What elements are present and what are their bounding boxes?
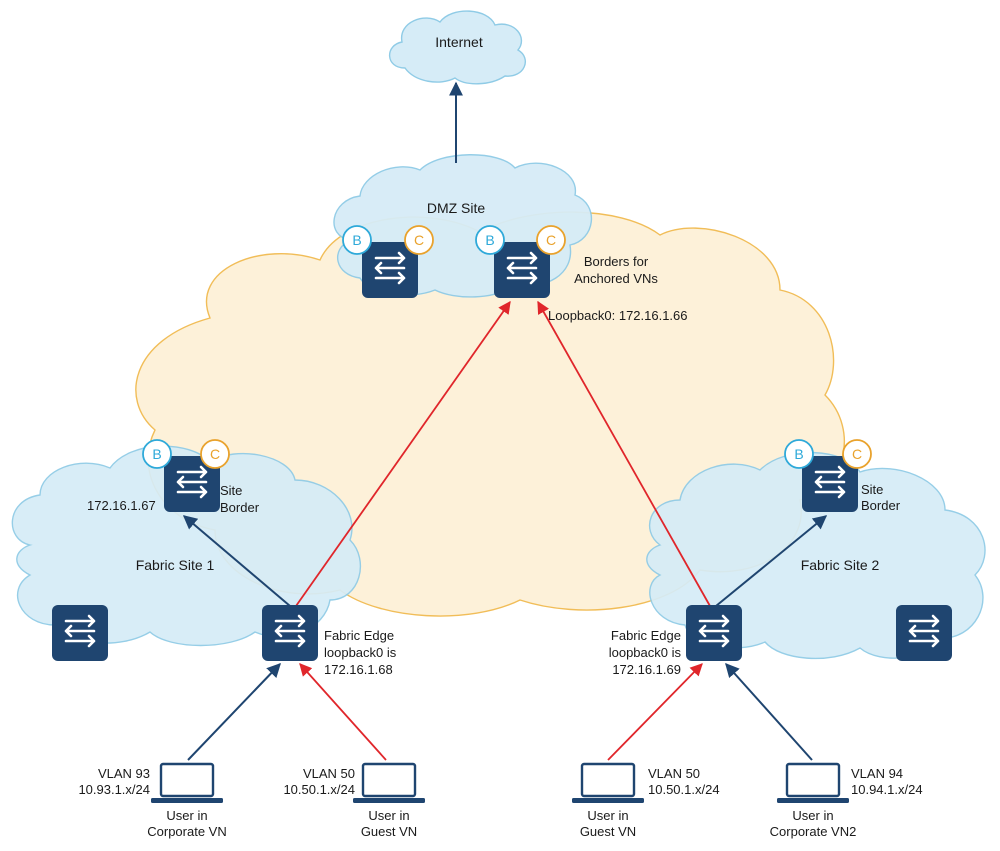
link-edge1-dmzborder bbox=[295, 300, 511, 607]
edge1-label-1: Fabric Edge bbox=[324, 628, 394, 643]
site-border-2-label-b: Border bbox=[861, 498, 901, 513]
internet-cloud bbox=[388, 10, 527, 85]
link-host2-edge1 bbox=[299, 663, 387, 761]
host4-vlan: VLAN 94 bbox=[851, 766, 903, 781]
svg-text:C: C bbox=[546, 232, 556, 248]
svg-text:C: C bbox=[852, 446, 862, 462]
badge-b-site2: B bbox=[784, 439, 814, 469]
badge-c-site2: C bbox=[842, 439, 872, 469]
host2-subnet: 10.50.1.x/24 bbox=[283, 782, 355, 797]
borders-anchored-label-2: Anchored VNs bbox=[574, 271, 658, 286]
laptop-icon bbox=[570, 762, 646, 805]
badge-b-dmz-1: B bbox=[342, 225, 372, 255]
dmz-label: DMZ Site bbox=[427, 200, 486, 216]
svg-text:B: B bbox=[485, 232, 494, 248]
link-edge2-dmzborder bbox=[537, 300, 711, 607]
host4-subnet: 10.94.1.x/24 bbox=[851, 782, 923, 797]
site-border-1-label-a: Site bbox=[220, 483, 242, 498]
internet-label: Internet bbox=[435, 34, 483, 50]
host4-user-1: User in bbox=[792, 808, 833, 823]
host1-user-1: User in bbox=[166, 808, 207, 823]
edge1-label-2: loopback0 is bbox=[324, 645, 397, 660]
host1-user-2: Corporate VN bbox=[147, 824, 226, 839]
svg-text:C: C bbox=[414, 232, 424, 248]
host-corporate-vn2[interactable]: VLAN 94 10.94.1.x/24 User in Corporate V… bbox=[770, 762, 923, 839]
host2-vlan: VLAN 50 bbox=[303, 766, 355, 781]
badge-c-dmz-2: C bbox=[536, 225, 566, 255]
edge2-label-2: loopback0 is bbox=[609, 645, 682, 660]
link-host1-edge1 bbox=[187, 662, 281, 761]
host4-user-2: Corporate VN2 bbox=[770, 824, 857, 839]
fabric-site-1-switch[interactable] bbox=[50, 603, 110, 663]
svg-text:C: C bbox=[210, 446, 220, 462]
site-border-1-label-b: Border bbox=[220, 500, 260, 515]
svg-text:B: B bbox=[794, 446, 803, 462]
svg-text:B: B bbox=[352, 232, 361, 248]
fabric-site-2-label: Fabric Site 2 bbox=[801, 557, 880, 573]
host1-subnet: 10.93.1.x/24 bbox=[78, 782, 150, 797]
fabric-edge-switch-2[interactable] bbox=[684, 603, 744, 663]
edge2-label-3: 172.16.1.69 bbox=[612, 662, 681, 677]
host-guest-vn-2[interactable]: VLAN 50 10.50.1.x/24 User in Guest VN bbox=[570, 762, 720, 839]
fabric-site-2-switch[interactable] bbox=[894, 603, 954, 663]
host3-user-1: User in bbox=[587, 808, 628, 823]
fabric-site-1-label: Fabric Site 1 bbox=[136, 557, 215, 573]
laptop-icon bbox=[775, 762, 851, 805]
host3-vlan: VLAN 50 bbox=[648, 766, 700, 781]
host1-vlan: VLAN 93 bbox=[98, 766, 150, 781]
badge-b-dmz-2: B bbox=[475, 225, 505, 255]
badge-c-dmz-1: C bbox=[404, 225, 434, 255]
site-border-2-label-a: Site bbox=[861, 482, 883, 497]
loopback-dmz-label: Loopback0: 172.16.1.66 bbox=[548, 308, 688, 323]
host2-user-2: Guest VN bbox=[361, 824, 417, 839]
host-guest-vn-1[interactable]: VLAN 50 10.50.1.x/24 User in Guest VN bbox=[283, 762, 427, 839]
host2-user-1: User in bbox=[368, 808, 409, 823]
badge-c-site1: C bbox=[200, 439, 230, 469]
link-edge1-siteborder1 bbox=[182, 515, 291, 607]
site1-ip-label: 172.16.1.67 bbox=[87, 498, 156, 513]
link-host4-edge2 bbox=[725, 662, 813, 761]
badge-b-site1: B bbox=[142, 439, 172, 469]
laptop-icon bbox=[351, 762, 427, 805]
host3-user-2: Guest VN bbox=[580, 824, 636, 839]
host-corporate-vn[interactable]: VLAN 93 10.93.1.x/24 User in Corporate V… bbox=[78, 762, 227, 839]
borders-anchored-label-1: Borders for bbox=[584, 254, 649, 269]
fabric-edge-switch-1[interactable] bbox=[260, 603, 320, 663]
edge1-label-3: 172.16.1.68 bbox=[324, 662, 393, 677]
edge2-label-1: Fabric Edge bbox=[611, 628, 681, 643]
svg-text:B: B bbox=[152, 446, 161, 462]
host3-subnet: 10.50.1.x/24 bbox=[648, 782, 720, 797]
laptop-icon bbox=[149, 762, 225, 805]
link-edge2-siteborder2 bbox=[715, 515, 828, 607]
link-host3-edge2 bbox=[607, 663, 703, 761]
